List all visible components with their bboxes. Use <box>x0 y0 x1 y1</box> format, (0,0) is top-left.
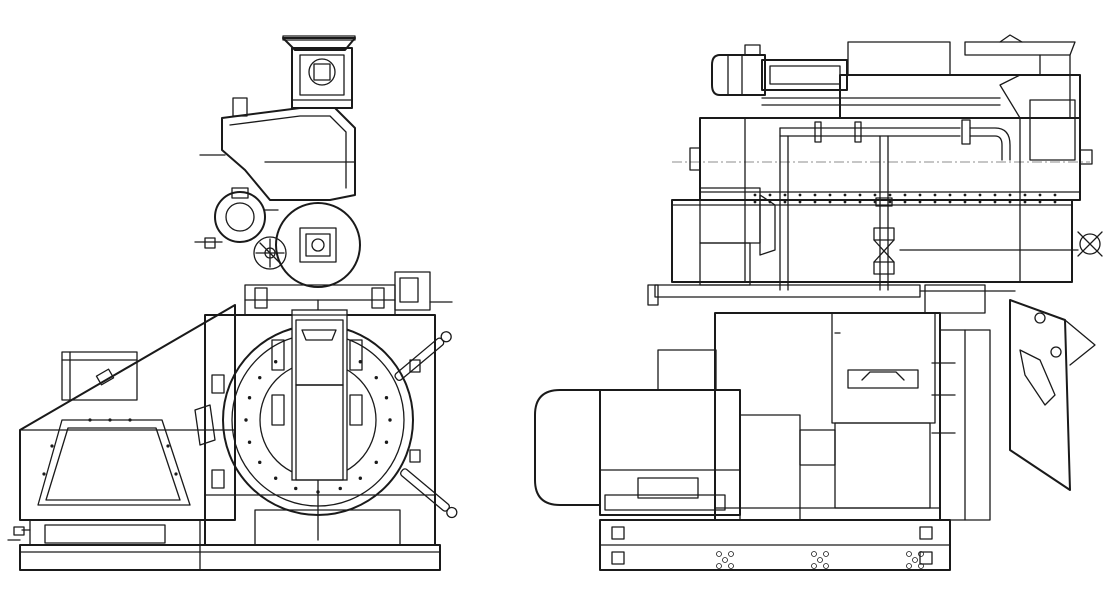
die-bolt <box>258 460 262 465</box>
barrel-bolt <box>1038 200 1042 204</box>
die-bolt <box>294 486 298 491</box>
skid-hole <box>728 551 734 557</box>
barrel-bolt <box>933 200 937 204</box>
transition-bridge <box>244 271 453 316</box>
barrel-bolt <box>828 193 832 197</box>
skid-hole <box>716 563 722 569</box>
door-handle <box>291 309 348 481</box>
skid-hole <box>823 551 829 557</box>
gearbox-cover <box>19 304 236 521</box>
die-bolt <box>358 476 363 480</box>
barrel-bolt <box>978 200 982 204</box>
skid-hole <box>716 551 722 557</box>
barrel-bolt <box>798 200 802 204</box>
skid-hole <box>811 563 817 569</box>
barrel-bolt <box>888 200 892 204</box>
barrel-bolt <box>858 200 862 204</box>
steam-valves <box>873 197 895 275</box>
skid-hole <box>728 563 734 569</box>
skid-hole <box>817 557 823 563</box>
die-bolt <box>384 440 389 444</box>
barrel-bolt <box>933 193 937 197</box>
barrel-bolt <box>963 200 967 204</box>
die-bolt <box>247 396 252 400</box>
barrel-bolt <box>783 200 787 204</box>
side-handwheel <box>899 231 1103 257</box>
barrel-bolt <box>993 200 997 204</box>
die-bolt <box>244 418 248 422</box>
skid-hole <box>918 551 924 557</box>
upper-handwheel <box>253 236 287 270</box>
die-bolt <box>358 360 363 364</box>
barrel-bolt <box>783 193 787 197</box>
skid-hole <box>912 557 918 563</box>
barrel-bolt <box>903 200 907 204</box>
conditioner <box>194 187 361 288</box>
die-bolt <box>273 476 278 480</box>
base-skid <box>599 519 951 571</box>
barrel-bolt <box>1008 193 1012 197</box>
barrel-bolt <box>873 193 877 197</box>
barrel-bolt <box>798 193 802 197</box>
barrel-bolt <box>948 200 952 204</box>
barrel-bolt <box>993 193 997 197</box>
skid-hole <box>906 563 912 569</box>
die-bolt <box>316 490 320 494</box>
side-view <box>534 34 1103 571</box>
barrel-bolt <box>813 200 817 204</box>
barrel-bolt <box>978 193 982 197</box>
barrel-bolt <box>948 193 952 197</box>
skid-hole <box>811 551 817 557</box>
conditioner-barrel <box>647 74 1093 314</box>
feeder-drive-motor <box>711 44 766 96</box>
gearbox <box>714 312 991 521</box>
barrel-bolt <box>1023 193 1027 197</box>
barrel-bolt <box>828 200 832 204</box>
die-bolt <box>384 396 389 400</box>
oil-tank <box>61 351 138 401</box>
die-bolt <box>374 375 378 380</box>
barrel-bolt <box>843 200 847 204</box>
discharge-chute <box>1009 299 1096 491</box>
barrel-bolt <box>888 193 892 197</box>
die-bolt <box>258 375 262 380</box>
barrel-bolt <box>753 193 757 197</box>
skid-hole <box>906 551 912 557</box>
barrel-bolt <box>1038 193 1042 197</box>
steam-pipe <box>779 119 1011 291</box>
barrel-bolt <box>903 193 907 197</box>
barrel-bolt <box>918 200 922 204</box>
screw-feeder <box>761 34 1081 119</box>
die-bolt <box>388 418 392 422</box>
barrel-bolt <box>1008 200 1012 204</box>
die-bolt <box>338 486 342 491</box>
skid-hole <box>722 557 728 563</box>
barrel-bolt <box>963 193 967 197</box>
barrel-bolt <box>753 200 757 204</box>
die-bolt <box>374 460 378 465</box>
barrel-bolt <box>1053 193 1057 197</box>
feeder-body <box>199 97 356 201</box>
skid-hole <box>823 563 829 569</box>
skid-lifting-holes <box>716 551 924 569</box>
feeder-motor <box>291 47 353 109</box>
barrel-bolt <box>843 193 847 197</box>
barrel-bolts <box>753 193 1057 204</box>
front-view <box>7 35 458 571</box>
skid-hole <box>918 563 924 569</box>
feeder-hopper <box>282 35 356 51</box>
barrel-bolt <box>918 193 922 197</box>
door-clamp-bolts <box>271 331 458 519</box>
barrel-bolt <box>858 193 862 197</box>
die-bolt <box>247 440 252 444</box>
main-motor <box>534 349 836 521</box>
barrel-bolt <box>768 193 772 197</box>
barrel-bolt <box>1023 200 1027 204</box>
die-bolt <box>273 360 278 364</box>
barrel-bolt <box>1053 200 1057 204</box>
barrel-bolt <box>813 193 817 197</box>
